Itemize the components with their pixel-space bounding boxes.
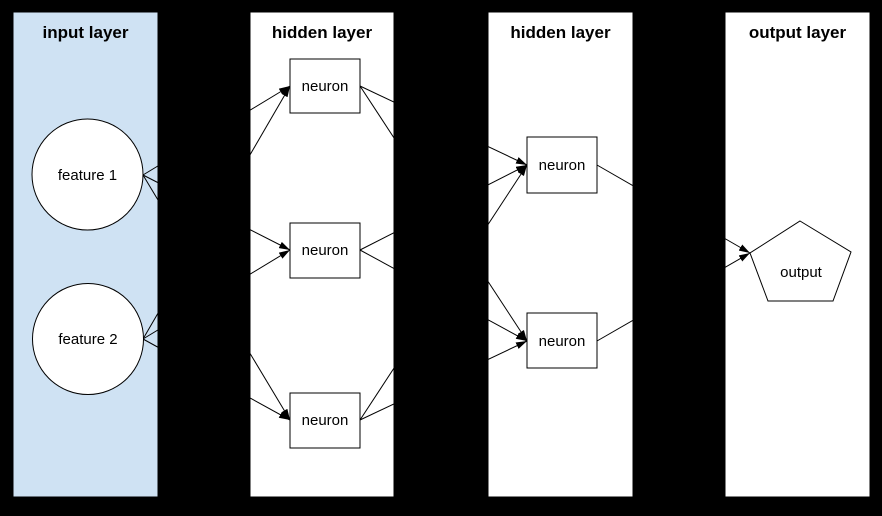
edge-feature2-neuron1: [142, 85, 291, 340]
edge-h1n1-h2n1: [359, 85, 528, 166]
hidden1-neuron-1-label: neuron: [302, 78, 349, 95]
hidden-layer-1-title: hidden layer: [272, 23, 373, 42]
hidden1-neuron-2-node: [289, 222, 361, 279]
edge-h2n2-output: [596, 252, 751, 342]
hidden-layer-2-panel: [487, 11, 634, 498]
edge-feature2-neuron3: [142, 338, 291, 421]
edge-h1n2-h2n2: [359, 249, 528, 342]
feature-1-label: feature 1: [58, 167, 117, 184]
edge-feature1-neuron1: [142, 85, 291, 176]
hidden1-neuron-2-label: neuron: [302, 242, 349, 259]
input-layer-title: input layer: [43, 23, 129, 42]
hidden2-neuron-2-node: [526, 312, 598, 369]
edge-h1n2-h2n1: [359, 164, 528, 251]
output-label: output: [780, 264, 823, 281]
hidden1-neuron-1-node: [289, 58, 361, 114]
edge-feature1-neuron3: [142, 174, 291, 421]
hidden1-neuron-3-label: neuron: [302, 412, 349, 429]
edge-h1n3-h2n2: [359, 340, 528, 421]
input-layer-panel: [12, 11, 159, 498]
hidden2-neuron-1-label: neuron: [539, 157, 586, 174]
output-layer-title: output layer: [749, 23, 847, 42]
output-node: [749, 220, 852, 302]
edge-h1n1-h2n2: [359, 85, 528, 342]
edge-feature2-neuron2: [142, 249, 291, 340]
feature-2-label: feature 2: [58, 331, 117, 348]
feature-2-node: [32, 283, 144, 395]
edge-h1n3-h2n1: [359, 164, 528, 421]
hidden-layer-2-title: hidden layer: [510, 23, 611, 42]
edge-h2n1-output: [596, 164, 751, 254]
hidden1-neuron-3-node: [289, 392, 361, 449]
feature-1-node: [31, 118, 144, 231]
hidden2-neuron-2-label: neuron: [539, 333, 586, 350]
hidden2-neuron-1-node: [526, 136, 598, 194]
